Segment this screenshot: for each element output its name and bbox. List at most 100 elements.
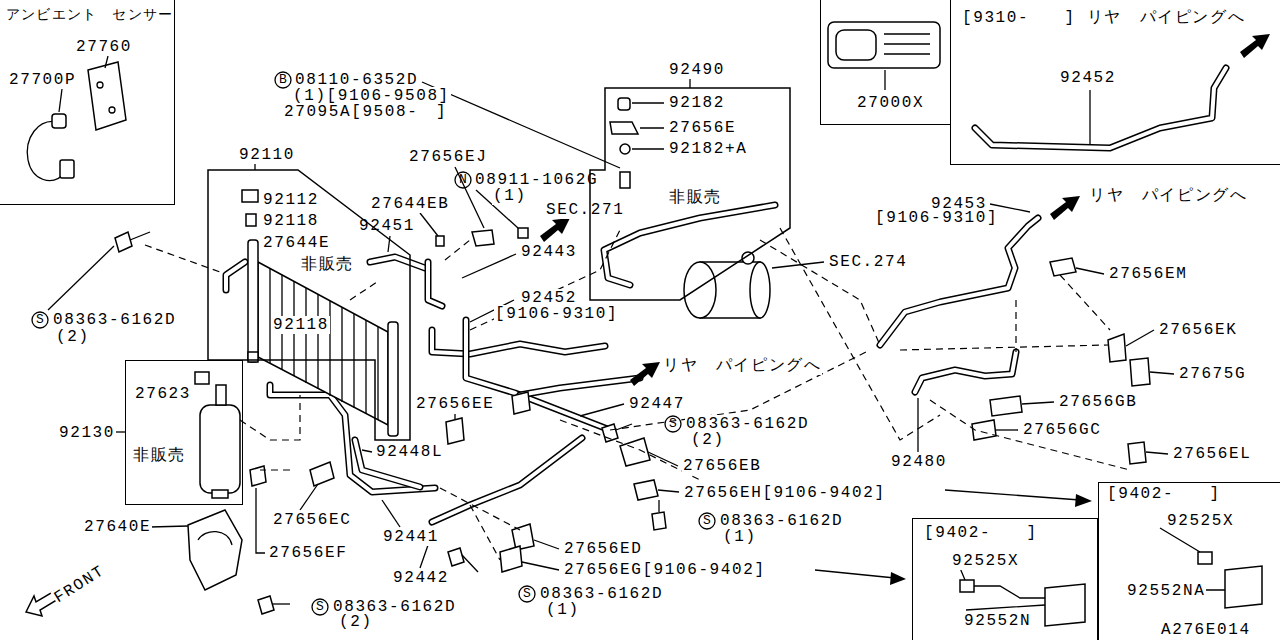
group-heading: 27000X <box>856 94 925 112</box>
label-sticker <box>836 30 876 60</box>
leader-line <box>1146 452 1168 454</box>
dashed-line <box>145 228 1130 560</box>
clamp <box>1225 566 1262 608</box>
circle-mark <box>455 172 471 188</box>
callout-label: 27640E <box>83 518 152 536</box>
ambient-sensor <box>97 82 103 88</box>
callout-label: 08363-6162D <box>685 415 810 433</box>
callout-label: 27656EG[9106-9402] <box>563 561 767 579</box>
callout-label: 92452 <box>520 289 578 307</box>
leader-line <box>990 204 1030 212</box>
direction-arrow <box>945 490 1080 500</box>
callout-label: 27656EH[9106-9402] <box>683 484 887 502</box>
leader-line <box>1089 90 1090 144</box>
part-number: 27644E <box>262 234 331 252</box>
direction-arrow <box>26 590 60 616</box>
circled-letter: S <box>703 514 711 528</box>
clamp <box>512 392 530 414</box>
callout-label: 27656EM <box>1108 265 1188 283</box>
clamp <box>990 396 1022 416</box>
part-number: 92552N <box>963 612 1032 630</box>
part-group-box: 9213027623非販売 <box>125 360 243 505</box>
ambient-sensor <box>88 62 126 130</box>
condenser <box>242 190 258 202</box>
leader-line <box>59 89 62 112</box>
circle-mark <box>32 72 715 615</box>
clamp <box>620 144 630 154</box>
pipe <box>975 68 1226 148</box>
bolt <box>616 424 632 430</box>
part-number: 92552NA <box>1126 582 1206 600</box>
callout-label: 92442 <box>392 569 450 587</box>
clamp <box>310 462 334 486</box>
group-outline <box>208 170 410 442</box>
callout-label: SEC.271 <box>545 201 625 219</box>
callout-label: 27656EB <box>682 457 762 475</box>
part-number: 92118 <box>262 212 320 230</box>
circled-letter: S <box>36 313 44 327</box>
callout-label: 27656GC <box>1022 421 1102 439</box>
part-number: 92525X <box>951 552 1020 570</box>
pipe <box>520 378 640 395</box>
dashed-line <box>350 280 380 300</box>
label-sticker <box>828 22 940 68</box>
pipe <box>975 68 1226 148</box>
dashed-line <box>1060 275 1110 330</box>
clamp <box>472 230 494 246</box>
pipe <box>432 330 605 354</box>
direction-arrow <box>1050 196 1080 220</box>
bracket <box>188 510 242 590</box>
circle-mark <box>665 416 681 432</box>
bolt <box>652 512 666 530</box>
direction-arrow <box>630 362 660 386</box>
leader-line <box>420 528 434 568</box>
callout-label: 08363-6162D <box>719 512 844 530</box>
part-group-box: [9402- ]92525X92552N <box>912 518 1098 640</box>
group-outline <box>590 88 790 300</box>
callout-label: 08110-6352D <box>294 71 419 89</box>
leader-line <box>580 404 624 416</box>
leader-line <box>884 70 885 90</box>
condenser <box>248 240 258 362</box>
leader-line <box>689 79 690 88</box>
compressor <box>750 262 770 318</box>
leader-line <box>455 167 484 228</box>
part-group-box: [9402- ]92525X92552NA <box>1098 482 1280 640</box>
direction-arrow <box>540 218 570 242</box>
leader-line <box>1126 330 1154 346</box>
part-number: 27623 <box>134 385 192 403</box>
group-heading: [9402- ] <box>1106 485 1222 503</box>
callout-label: 27656GB <box>1058 393 1138 411</box>
group-heading: 92490 <box>668 61 726 79</box>
callout-label: (1) <box>492 187 528 205</box>
callout-label: 92443 <box>520 243 578 261</box>
bolt <box>272 603 290 604</box>
ambient-sensor <box>109 107 115 113</box>
compressor <box>684 262 716 318</box>
leader-line <box>254 163 255 170</box>
pipe <box>355 440 420 487</box>
clamp <box>1050 258 1076 276</box>
leader-line <box>462 254 516 278</box>
clamp <box>1130 358 1150 386</box>
leader-line <box>470 300 514 322</box>
leader-line <box>150 526 188 527</box>
callout-label: 27656EL <box>1172 445 1252 463</box>
callout-label: (1) <box>545 601 581 619</box>
receiver-drier <box>212 490 228 498</box>
part-number: 92118 <box>272 316 330 334</box>
callout-label: 92447 <box>628 395 686 413</box>
condenser <box>258 262 388 425</box>
callout-label: リヤ パイピングへ <box>662 357 822 375</box>
callout-label: 08911-1062G <box>474 171 599 189</box>
callout-label: 27656ED <box>563 540 643 558</box>
callout-label: SEC.274 <box>828 253 908 271</box>
dashed-line <box>445 240 470 260</box>
pipe <box>432 438 582 522</box>
pipe <box>520 378 640 395</box>
leader-line <box>454 414 455 419</box>
leader-line <box>476 190 518 228</box>
part-number: 27700P <box>8 71 77 89</box>
callout-label: 92451 <box>358 217 416 235</box>
dashed-line <box>780 228 940 440</box>
